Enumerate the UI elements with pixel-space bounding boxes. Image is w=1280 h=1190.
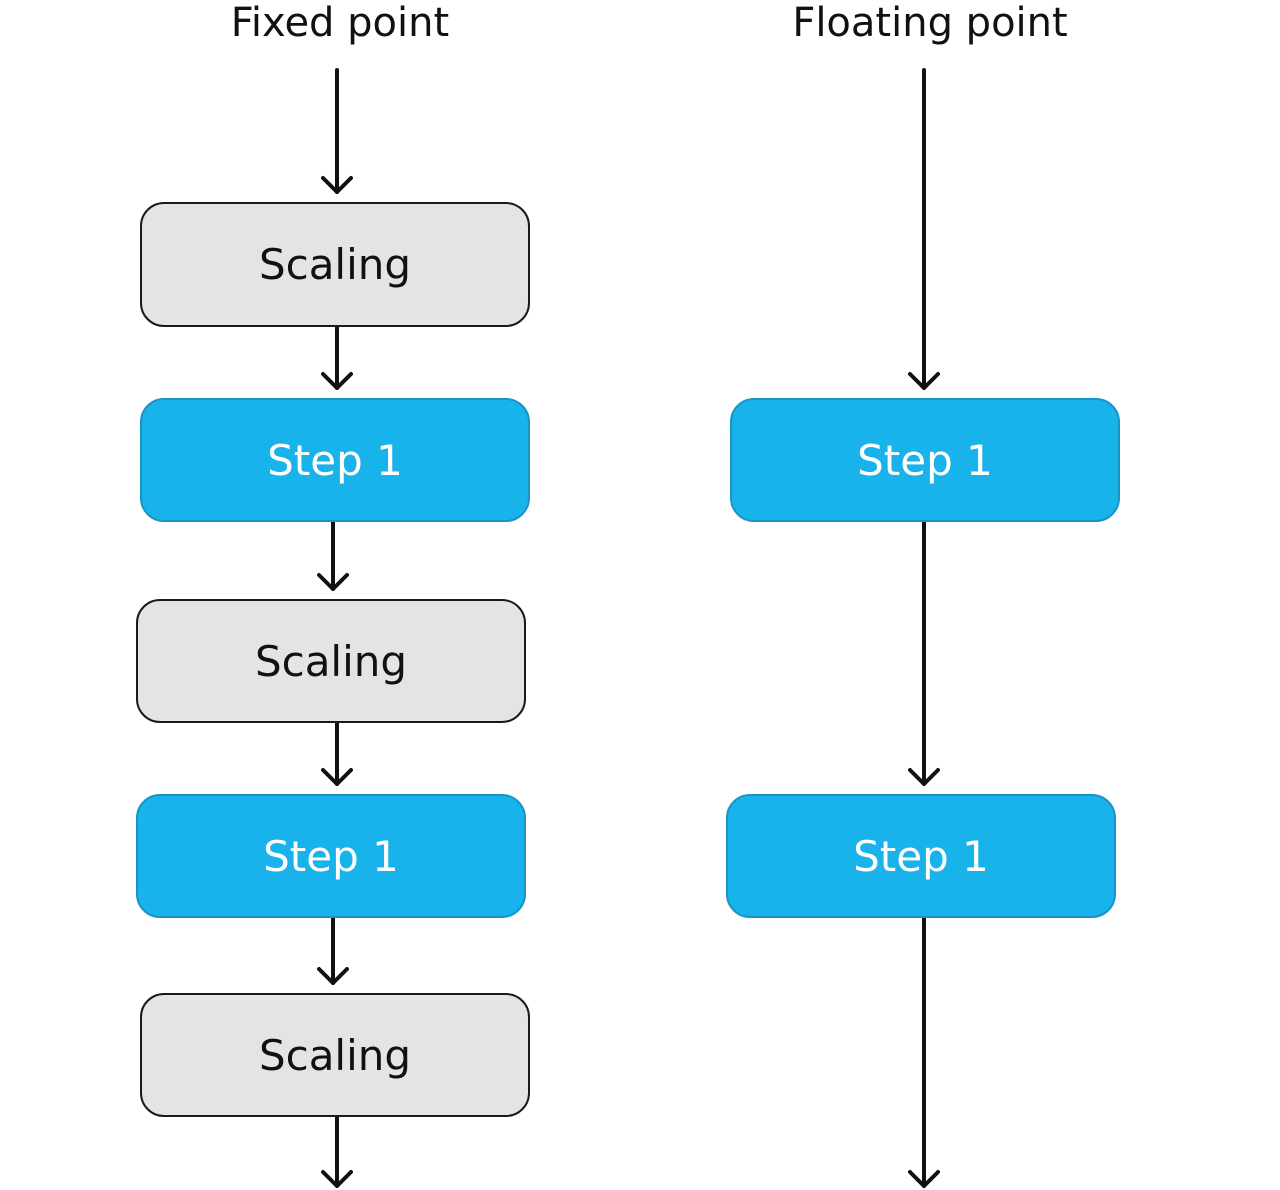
arrow-floating-step-2-out xyxy=(908,916,940,1188)
floating-step-box-1: Step 1 xyxy=(730,398,1120,522)
arrow-fixed-scaling-2-to-step-2 xyxy=(321,721,353,786)
fixed-scaling-box-3: Scaling xyxy=(140,993,530,1117)
arrow-fixed-title-to-scaling-1 xyxy=(321,68,353,194)
arrow-fixed-scaling-1-to-step-1 xyxy=(321,325,353,390)
fixed-step-box-1: Step 1 xyxy=(140,398,530,522)
arrow-floating-title-to-step-1 xyxy=(908,68,940,390)
arrow-fixed-step-2-to-scaling-3 xyxy=(317,916,349,985)
fixed-step-box-2: Step 1 xyxy=(136,794,526,918)
floating-step-box-2: Step 1 xyxy=(726,794,1116,918)
fixed-scaling-box-2: Scaling xyxy=(136,599,526,723)
arrow-floating-step-1-to-step-2 xyxy=(908,520,940,786)
fixed-point-title: Fixed point xyxy=(230,0,450,46)
fixed-scaling-box-1: Scaling xyxy=(140,202,530,327)
arrow-fixed-scaling-3-out xyxy=(321,1115,353,1188)
floating-point-title: Floating point xyxy=(792,0,1068,46)
arrow-fixed-step-1-to-scaling-2 xyxy=(317,520,349,591)
